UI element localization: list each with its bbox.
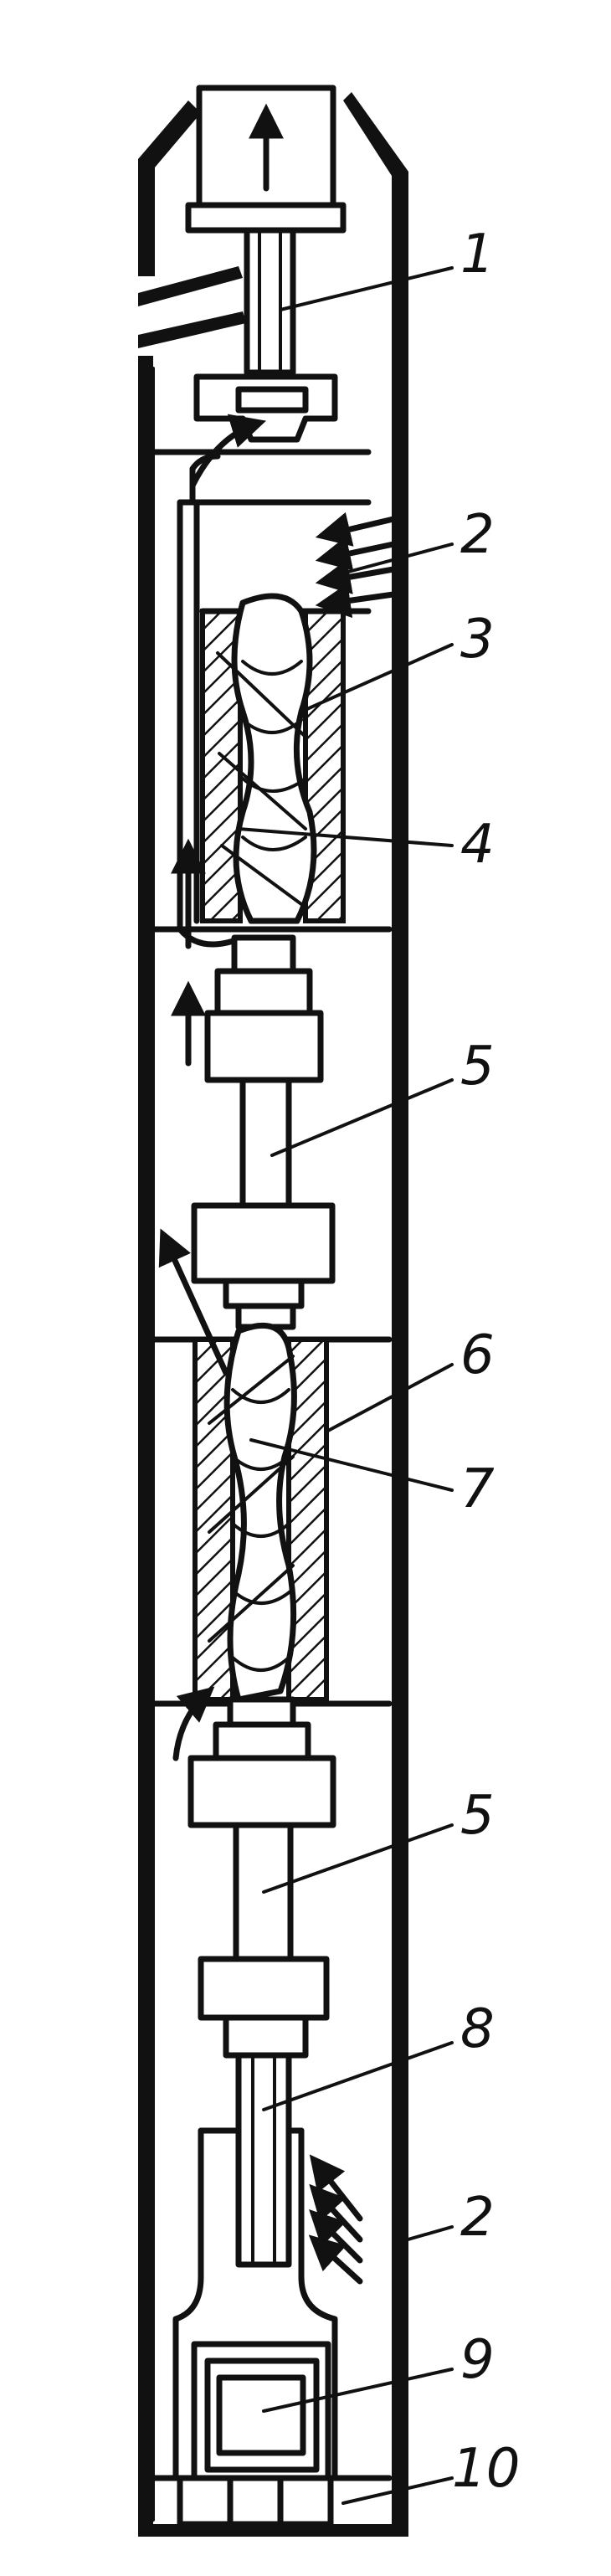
label-8: 8 xyxy=(460,1998,495,2060)
base-block xyxy=(151,2475,393,2527)
check-valve xyxy=(189,373,338,489)
bearing-assembly xyxy=(191,2341,331,2490)
label-6: 6 xyxy=(460,1324,495,1386)
label-5-upper: 5 xyxy=(460,1036,495,1098)
label-2-upper: 2 xyxy=(460,504,495,566)
hinge-shaft-lower xyxy=(187,1696,336,2059)
screen-lower-arrows xyxy=(308,2154,363,2285)
label-7: 7 xyxy=(460,1458,495,1520)
label-5-lower: 5 xyxy=(460,1785,495,1847)
leader-lines xyxy=(237,266,454,2505)
coupling-housing xyxy=(172,2052,338,2481)
discharge-head xyxy=(185,85,347,376)
label-4: 4 xyxy=(460,814,495,876)
label-2-lower: 2 xyxy=(460,2187,495,2249)
label-1: 1 xyxy=(460,224,495,285)
label-10: 10 xyxy=(452,2438,520,2500)
part-labels: 1 2 3 4 5 6 7 5 8 2 9 10 xyxy=(452,224,520,2500)
label-3: 3 xyxy=(460,609,495,671)
hinge-shaft-upper xyxy=(191,934,336,1330)
rotor-lower xyxy=(208,1322,297,1703)
flow-arrows-lower xyxy=(158,1228,229,1761)
rotor-upper xyxy=(216,593,317,924)
outer-casing xyxy=(138,92,408,2537)
label-9: 9 xyxy=(460,2329,495,2391)
screen-upper-arrows xyxy=(315,512,397,619)
